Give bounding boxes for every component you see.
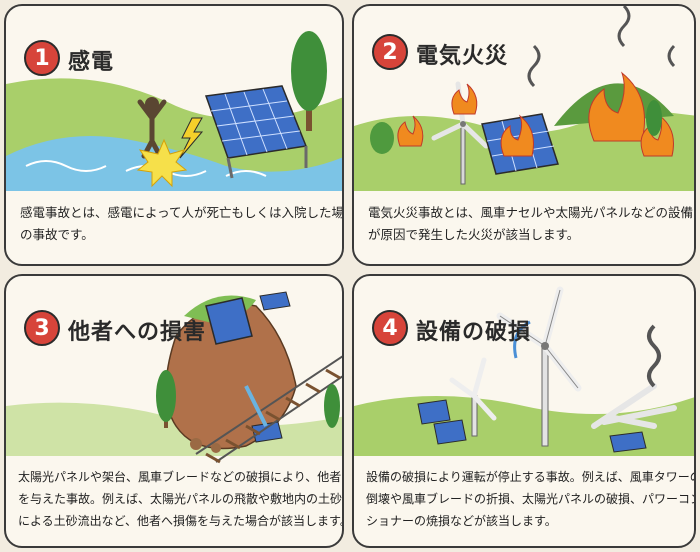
solar-panel-icon [417, 399, 647, 453]
description-line: ショナーの焼損などが該当します。 [366, 514, 557, 528]
landslide-scene-illustration [6, 291, 342, 464]
card-description: 電気火災事故とは、風車ナセルや太陽光パネルなどの設備 が原因で発生した火災が該当… [368, 202, 693, 246]
card-electric-shock: 1 感電 感電事故とは、感電によって人が死亡もしくは入院した場合 の事故です。 [4, 4, 344, 266]
lightning-icon [136, 117, 204, 188]
card-title: 感電 [68, 50, 115, 75]
tree-icon [291, 31, 327, 131]
card-third-party-damage: 3 他者への損害 太陽光パネルや架台、風車ブレードなどの破損により、他者へ損傷 … [4, 274, 344, 548]
description-line: 感電事故とは、感電によって人が死亡もしくは入院した場合 [20, 205, 344, 220]
smoke-icon [527, 6, 676, 88]
card-description: 感電事故とは、感電によって人が死亡もしくは入院した場合 の事故です。 [20, 202, 344, 246]
rail-track-icon [195, 355, 342, 464]
fire-scene-illustration [354, 6, 694, 191]
description-line: 太陽光パネルや架台、風車ブレードなどの破損により、他者へ損傷 [18, 470, 344, 484]
card-equipment-damage: 4 設備の破損 設備の破損により運転が停止する事故。例えば、風車タワーの 倒壊や… [352, 274, 696, 548]
fire-icon [397, 71, 674, 157]
card-electrical-fire: 2 電気火災 電気火災事故とは、風車ナセルや太陽光パネルなどの設備 が原因で発生… [352, 4, 696, 266]
card-number-badge: 2 [372, 34, 408, 70]
solar-panel-icon [204, 85, 308, 179]
rotation-arrow [513, 320, 531, 359]
tree-icon [156, 370, 340, 428]
shock-scene-illustration [6, 31, 342, 191]
card-description: 太陽光パネルや架台、風車ブレードなどの破損により、他者へ損傷 を与えた事故。例え… [18, 466, 344, 532]
card-number-badge: 1 [24, 40, 60, 76]
card-title: 設備の破損 [416, 320, 532, 345]
card-number-badge: 3 [24, 310, 60, 346]
card-description: 設備の破損により運転が停止する事故。例えば、風車タワーの 倒壊や風車ブレードの折… [366, 466, 696, 532]
description-line: が原因で発生した火災が該当します。 [368, 227, 580, 242]
card-number-badge: 4 [372, 310, 408, 346]
description-line: 設備の破損により運転が停止する事故。例えば、風車タワーの [366, 470, 696, 484]
flow-arrow [244, 385, 268, 427]
turbine-damage-scene-illustration [354, 286, 694, 456]
solar-panel-icon [205, 291, 291, 443]
card-title: 他者への損害 [68, 320, 207, 345]
description-line: の事故です。 [20, 227, 94, 242]
description-line: を与えた事故。例えば、太陽光パネルの飛散や敷地内の土砂崩れ [18, 492, 344, 506]
description-line: による土砂流出など、他者へ損傷を与えた場合が該当します。 [18, 514, 344, 528]
tree-icon [370, 100, 662, 154]
description-line: 電気火災事故とは、風車ナセルや太陽光パネルなどの設備 [368, 205, 694, 220]
description-line: 倒壊や風車ブレードの折損、太陽光パネルの破損、パワーコンディ [366, 492, 696, 506]
person-icon [137, 97, 167, 159]
card-title: 電気火災 [416, 44, 509, 69]
wind-turbine-icon [449, 286, 677, 447]
smoke-icon [647, 324, 661, 388]
